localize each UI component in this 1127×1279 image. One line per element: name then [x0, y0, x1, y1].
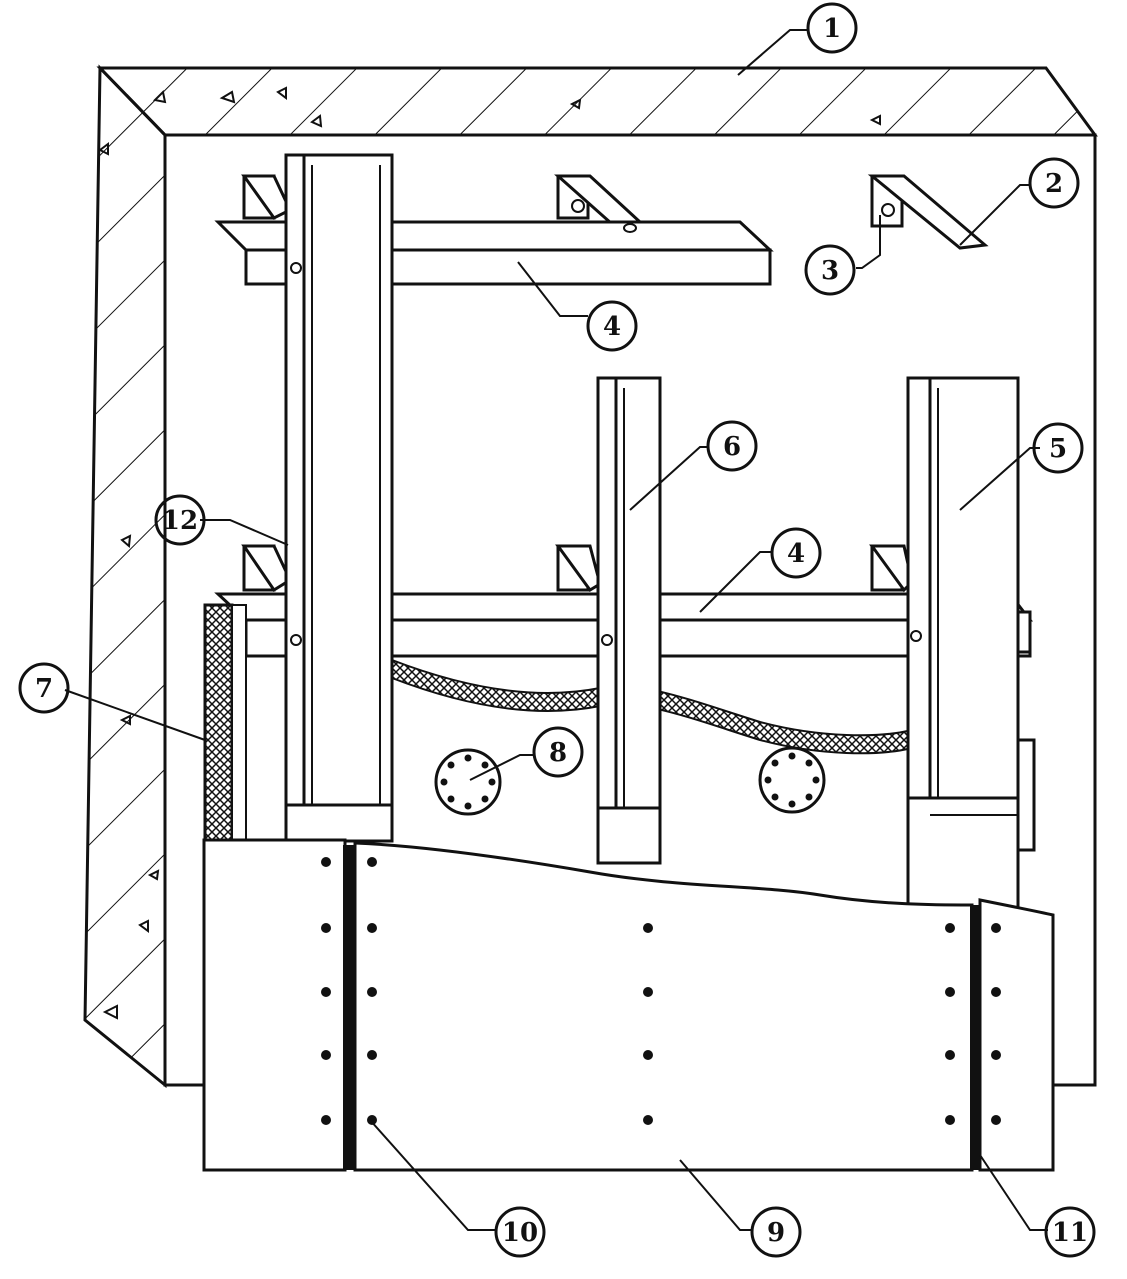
callout-3-label: 3: [821, 256, 839, 286]
callout-10: 10: [494, 1206, 546, 1258]
callout-9: 9: [750, 1206, 802, 1258]
callout-10-label: 10: [502, 1218, 538, 1248]
joint-strip-right: [970, 905, 980, 1170]
callout-6-label: 6: [723, 432, 741, 462]
callout-3: 3: [804, 244, 856, 296]
vertical-keel-left: [284, 153, 394, 843]
leader-lines: [64, 29, 1048, 1231]
lower-angle-brackets: [241, 544, 914, 593]
callout-8-label: 8: [549, 738, 567, 768]
callout-5: 5: [1032, 422, 1084, 474]
insulation-board: [203, 603, 234, 847]
vent-disc: [434, 748, 502, 816]
callout-7: 7: [18, 662, 70, 714]
callout-1: 1: [806, 2, 858, 54]
panel-screws: [321, 857, 1001, 1125]
aggregate-marks: [98, 86, 881, 1020]
callout-9-label: 9: [767, 1218, 785, 1248]
callout-11: 11: [1044, 1206, 1096, 1258]
insulation-back-panel: [231, 604, 247, 846]
callout-2-label: 2: [1045, 169, 1063, 199]
callout-4-upper-label: 4: [603, 312, 621, 342]
wall-top-face: [96, 66, 1098, 137]
right-panel-strip: [978, 898, 1055, 1172]
vertical-keel-right: [906, 376, 1020, 910]
angle-bracket: [241, 174, 292, 220]
callout-5-label: 5: [1049, 434, 1067, 464]
angle-bracket: [867, 174, 989, 250]
callout-12-label: 12: [162, 506, 198, 536]
callout-4-lower: 4: [770, 527, 822, 579]
callout-1-label: 1: [823, 14, 841, 44]
joint-strip-left: [343, 845, 355, 1170]
callout-4-lower-label: 4: [787, 539, 805, 569]
angle-bracket: [554, 174, 644, 226]
callout-12: 12: [154, 494, 206, 546]
vent-disc: [758, 746, 826, 814]
callout-7-label: 7: [35, 674, 53, 704]
callout-8: 8: [532, 726, 584, 778]
wall-left-face: [83, 64, 167, 1089]
vertical-keel-middle: [596, 376, 662, 865]
callout-11-label: 11: [1052, 1218, 1088, 1248]
cladding-panel: [202, 838, 1055, 1172]
callouts: 1 2 3 4 4 5 6 7: [18, 2, 1096, 1258]
callout-6: 6: [706, 420, 758, 472]
angle-bracket: [869, 544, 914, 593]
callout-4-upper: 4: [586, 300, 638, 352]
callout-2: 2: [1028, 157, 1080, 209]
upper-angle-brackets: [241, 174, 989, 250]
main-panel: [353, 841, 974, 1172]
